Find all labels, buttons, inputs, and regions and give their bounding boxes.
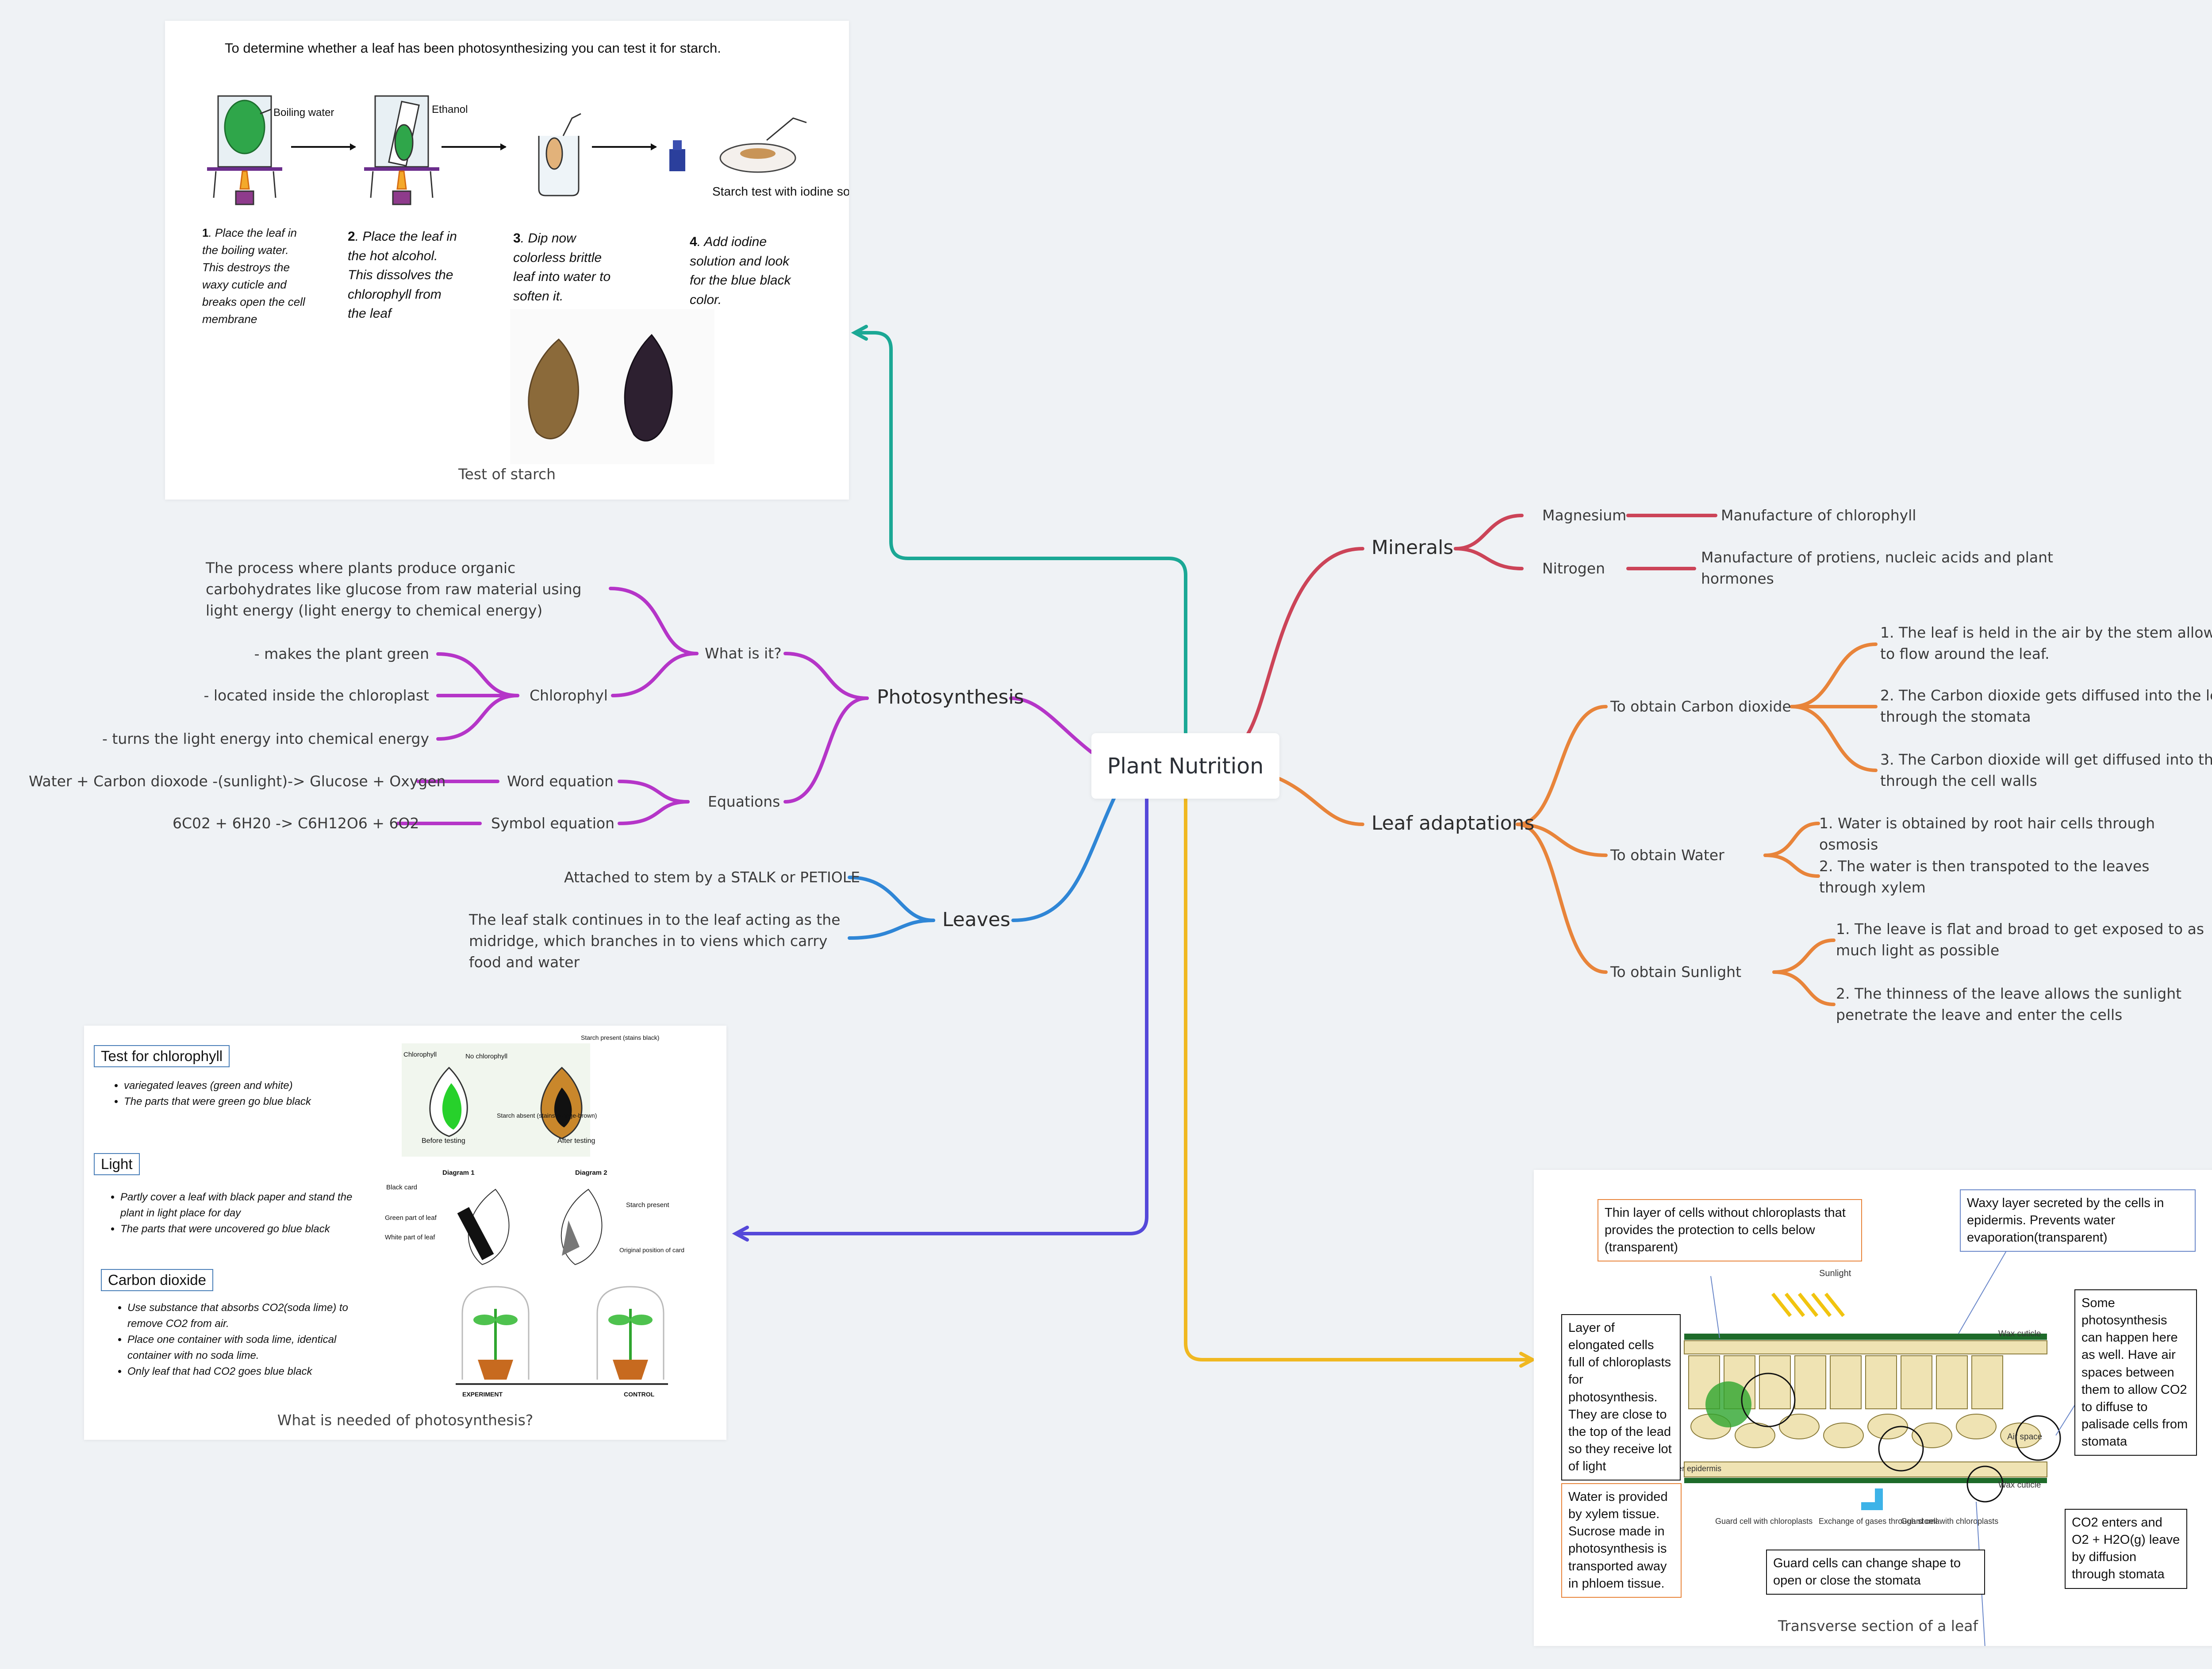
svg-text:After testing: After testing [557, 1137, 595, 1145]
subtopic-obtain-co2[interactable]: To obtain Carbon dioxide [1610, 698, 1791, 715]
link-leaves [1011, 795, 1117, 922]
svg-text:Original position of card: Original position of card [619, 1246, 684, 1254]
note-xylem: Water is provided by xylem tissue. Sucro… [1561, 1483, 1682, 1598]
note-waxy-layer: Waxy layer secreted by the cells in epid… [1960, 1189, 2196, 1252]
topic-photosynthesis[interactable]: Photosynthesis [877, 686, 1024, 708]
note-spongy: Some photosynthesis can happen here as w… [2074, 1289, 2197, 1456]
svg-text:CONTROL: CONTROL [624, 1391, 655, 1398]
co2-point-3: 3. The Carbon dioxide will get diffused … [1880, 751, 2212, 789]
svg-text:White part of leaf: White part of leaf [385, 1234, 435, 1241]
image-card-photosynthesis-needs[interactable]: Test for chlorophyll variegated leaves (… [84, 1026, 726, 1440]
symbol-equation: 6C02 + 6H20 -> C6H12O6 + 6O2 [173, 815, 419, 832]
svg-text:Starch present: Starch present [626, 1201, 669, 1209]
chlorophyl-point-1: - makes the plant green [254, 645, 429, 662]
needs-list-light: Partly cover a leaf with black paper and… [94, 1189, 368, 1237]
caption-needs: What is needed of photosynthesis? [277, 1411, 534, 1429]
svg-text:Green part of leaf: Green part of leaf [385, 1214, 437, 1222]
note-guard-cells: Guard cells can change shape to open or … [1766, 1550, 1985, 1595]
starch-procedure-figure: Boiling water Ethanol Starch test with i… [207, 95, 849, 464]
svg-text:Guard cell with chloroplasts: Guard cell with chloroplasts [1901, 1517, 1998, 1526]
starch-heading: To determine whether a leaf has been pho… [225, 40, 721, 56]
co2-point-2: 2. The Carbon dioxide gets diffused into… [1880, 687, 2212, 725]
needs-heading-chlorophyll: Test for chlorophyll [94, 1045, 230, 1067]
image-card-leaf-section[interactable]: Sunlight Wax cuticle Air space Wax cutic… [1534, 1170, 2212, 1646]
subtopic-nitrogen[interactable]: Nitrogen [1542, 560, 1605, 577]
svg-text:Wax cuticle: Wax cuticle [1998, 1481, 2041, 1490]
sunlight-point-2: 2. The thinness of the leave allows the … [1836, 985, 2182, 1023]
leaf-section-figure: Sunlight Wax cuticle Air space Wax cutic… [1663, 1249, 2078, 1646]
photosynthesis-definition: The process where plants produce organic… [206, 559, 582, 619]
step-1: 1. Place the leaf in the boiling water. … [202, 226, 305, 326]
nitrogen-detail: Manufacture of protiens, nucleic acids a… [1701, 549, 2053, 587]
subtopic-chlorophyl[interactable]: Chlorophyl [530, 687, 608, 704]
water-point-1: 1. Water is obtained by root hair cells … [1819, 815, 2155, 853]
link-section [1184, 797, 1533, 1361]
svg-text:Starch absent (stains orange-b: Starch absent (stains orange-brown) [497, 1112, 597, 1119]
link-needs [735, 797, 1148, 1235]
caption-starch: Test of starch [458, 465, 556, 483]
svg-text:Starch present (stains black): Starch present (stains black) [581, 1034, 659, 1041]
svg-text:No chlorophyll: No chlorophyll [465, 1053, 507, 1060]
note-palisade: Layer of elongated cells full of chlorop… [1561, 1314, 1681, 1481]
svg-text:Air space: Air space [2007, 1432, 2042, 1442]
svg-text:EXPERIMENT: EXPERIMENT [462, 1391, 503, 1398]
subtopic-equations[interactable]: Equations [708, 793, 780, 810]
needs-heading-co2: Carbon dioxide [101, 1269, 213, 1291]
needs-figure: Chlorophyll No chlorophyll Starch presen… [385, 1034, 684, 1398]
link-starch [854, 331, 1187, 736]
label-ethanol: Ethanol [432, 104, 468, 115]
image-card-starch-test[interactable]: To determine whether a leaf has been pho… [165, 21, 849, 500]
water-point-2: 2. The water is then transpoted to the l… [1819, 858, 2150, 896]
svg-text:Diagram 1: Diagram 1 [442, 1169, 475, 1177]
sunlight-point-1: 1. The leave is flat and broad to get ex… [1836, 920, 2204, 959]
link-minerals [1246, 547, 1364, 736]
svg-text:Sunlight: Sunlight [1819, 1269, 1851, 1278]
svg-text:Before testing: Before testing [422, 1137, 465, 1145]
svg-text:Exchange of gases through stom: Exchange of gases through stoma [1819, 1517, 1940, 1526]
topic-leaves[interactable]: Leaves [942, 908, 1010, 931]
label-starch-test: Starch test with iodine solution [712, 185, 849, 198]
subtopic-what-is-it[interactable]: What is it? [705, 645, 782, 662]
chlorophyl-point-2: - located inside the chloroplast [204, 687, 429, 704]
central-topic[interactable]: Plant Nutrition [1091, 733, 1279, 799]
symbol-equation-label[interactable]: Symbol equation [491, 815, 615, 832]
note-epidermis: Thin layer of cells without chloroplasts… [1598, 1199, 1862, 1262]
svg-text:Wax cuticle: Wax cuticle [1998, 1329, 2041, 1338]
chlorophyl-point-3: - turns the light energy into chemical e… [102, 730, 429, 747]
link-adaptations [1278, 777, 1364, 826]
needs-heading-light: Light [94, 1153, 140, 1175]
link-photosynthesis [1009, 696, 1093, 754]
svg-text:Black card: Black card [386, 1184, 417, 1191]
step-2: 2. Place the leaf in the hot alcohol. Th… [348, 229, 457, 321]
co2-point-1: 1. The leaf is held in the air by the st… [1880, 624, 2212, 662]
svg-text:Chlorophyll: Chlorophyll [403, 1051, 437, 1058]
leaves-point-1: Attached to stem by a STALK or PETIOLE [564, 869, 860, 886]
note-gases: CO2 enters and O2 + H2O(g) leave by diff… [2065, 1509, 2187, 1589]
label-boiling-water: Boiling water [273, 107, 334, 119]
step-4: 4. Add iodine solution and look for the … [690, 235, 791, 307]
svg-text:Guard cell with chloroplasts: Guard cell with chloroplasts [1715, 1517, 1813, 1526]
needs-list-chlorophyll: variegated leaves (green and white)The p… [97, 1078, 372, 1110]
topic-minerals[interactable]: Minerals [1371, 536, 1454, 559]
word-equation: Water + Carbon dioxode -(sunlight)-> Glu… [29, 773, 446, 790]
word-equation-label[interactable]: Word equation [507, 773, 614, 790]
caption-section: Transverse section of a leaf [1778, 1617, 1978, 1634]
step-3: 3. Dip now colorless brittle leaf into w… [513, 231, 611, 304]
needs-list-co2: Use substance that absorbs CO2(soda lime… [101, 1300, 362, 1380]
subtopic-obtain-sunlight[interactable]: To obtain Sunlight [1610, 963, 1742, 981]
topic-leaf-adaptations[interactable]: Leaf adaptations [1371, 812, 1535, 834]
leaves-point-2: The leaf stalk continues in to the leaf … [469, 911, 841, 971]
magnesium-detail: Manufacture of chlorophyll [1721, 507, 1916, 524]
subtopic-obtain-water[interactable]: To obtain Water [1610, 846, 1724, 864]
svg-text:Diagram 2: Diagram 2 [575, 1169, 607, 1177]
subtopic-magnesium[interactable]: Magnesium [1542, 507, 1627, 524]
